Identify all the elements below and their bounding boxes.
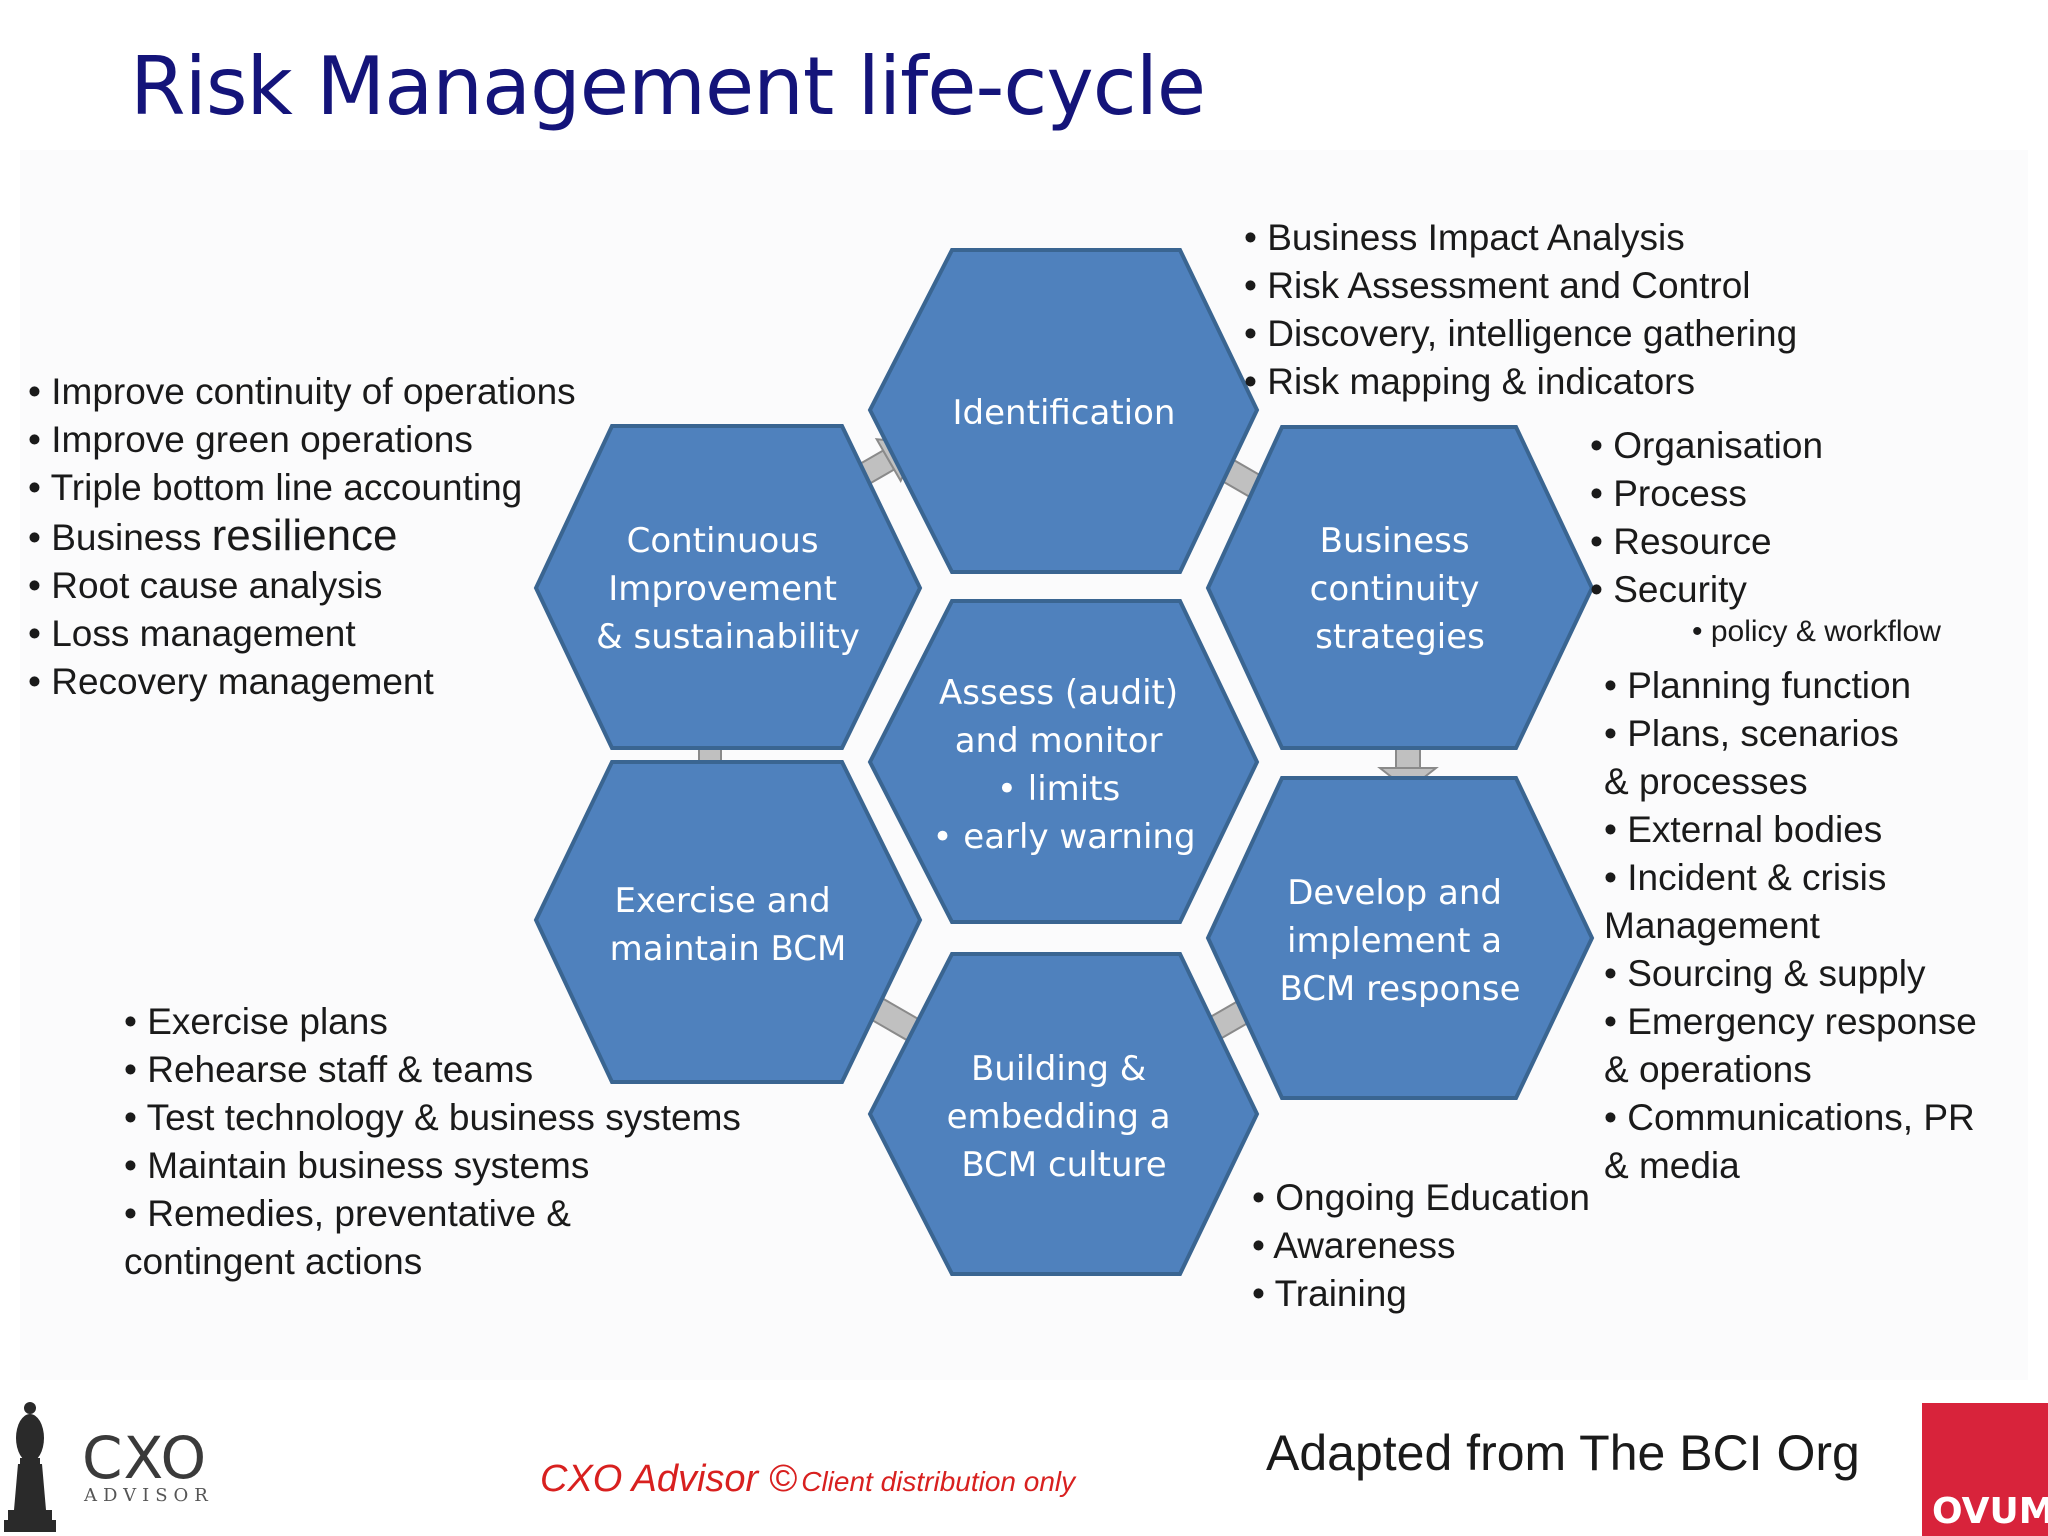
hex-label-identification: Identification: [953, 393, 1176, 433]
list-item: • Remedies, preventative &: [124, 1193, 571, 1234]
list-item: • Process: [1590, 473, 1747, 514]
exercise-list: • Exercise plans • Rehearse staff & team…: [124, 998, 741, 1286]
list-item: • Improve green operations: [28, 419, 473, 460]
list-item: • Training: [1252, 1273, 1407, 1314]
list-item: • Risk mapping & indicators: [1244, 361, 1695, 402]
hex-building: [867, 952, 1260, 1276]
list-item: • Test technology & business systems: [124, 1097, 741, 1138]
list-item: • Resource: [1590, 521, 1772, 562]
list-item: • Maintain business systems: [124, 1145, 590, 1186]
list-item: • Plans, scenarios: [1604, 713, 1899, 754]
ovum-logo-text: OVUM: [1932, 1491, 2048, 1532]
cxo-logo-text: CXO: [82, 1424, 208, 1492]
list-item: • Recovery management: [28, 661, 434, 702]
list-item: • Ongoing Education: [1252, 1177, 1590, 1218]
list-item: • Planning function: [1604, 665, 1912, 706]
list-item: • Root cause analysis: [28, 565, 383, 606]
hex-assess: [867, 599, 1260, 924]
develop-list: • Planning function • Plans, scenarios &…: [1604, 662, 1977, 1190]
list-item: • Incident & crisis: [1604, 857, 1887, 898]
list-item-emphasis: resilience: [211, 511, 398, 560]
list-item: contingent actions: [124, 1241, 423, 1282]
hex-improvement: [533, 424, 923, 750]
list-item: • Triple bottom line accounting: [28, 467, 523, 508]
improvement-list: • Improve continuity of operations • Imp…: [28, 368, 576, 706]
ovum-logo: OVUM: [1922, 1403, 2048, 1536]
list-item: • Risk Assessment and Control: [1244, 265, 1751, 306]
hexagons: [533, 248, 1595, 1276]
hex-strategies: [1205, 425, 1595, 750]
list-item: • Business Impact Analysis: [1244, 217, 1685, 258]
list-item-text: • Business: [28, 517, 212, 558]
hex-label-develop: Develop and implement a BCM response: [1279, 873, 1520, 1009]
list-item: & operations: [1604, 1049, 1812, 1090]
list-item: • Loss management: [28, 613, 356, 654]
list-item: • Organisation: [1590, 425, 1824, 466]
hex-label-strategies: Business continuity strategies: [1310, 521, 1491, 657]
list-item: • Discovery, intelligence gathering: [1244, 313, 1798, 354]
list-item: • Communications, PR: [1604, 1097, 1975, 1138]
list-item: • Improve continuity of operations: [28, 371, 576, 412]
list-subitem: • policy & workflow: [1692, 615, 1941, 648]
copyright-notice: CXO Advisor © Client distribution only: [540, 1458, 1075, 1501]
list-item: • Exercise plans: [124, 1001, 388, 1042]
hex-label-building: Building & embedding a BCM culture: [947, 1049, 1182, 1185]
list-item: & media: [1604, 1145, 1740, 1186]
hex-label-exercise: Exercise and maintain BCM: [610, 881, 847, 969]
hex-label-assess: Assess (audit) and monitor • limits • ea…: [932, 673, 1195, 857]
hex-exercise: [533, 760, 923, 1084]
list-item: • Business resilience: [28, 512, 576, 562]
hex-identification: [867, 248, 1260, 574]
strategies-list: • Organisation • Process • Resource • Se…: [1590, 422, 1941, 650]
copyright-text: CXO Advisor ©: [540, 1458, 797, 1500]
cxo-advisor-logo: [4, 1402, 56, 1532]
list-item: • External bodies: [1604, 809, 1883, 850]
identification-list: • Business Impact Analysis • Risk Assess…: [1244, 214, 1797, 406]
chess-bishop-icon: [4, 1402, 56, 1532]
list-item: • Rehearse staff & teams: [124, 1049, 534, 1090]
source-attribution: Adapted from The BCI Org: [1266, 1425, 1860, 1481]
distribution-text: Client distribution only: [801, 1466, 1076, 1497]
list-item: Management: [1604, 905, 1820, 946]
list-item: & processes: [1604, 761, 1808, 802]
building-list: • Ongoing Education • Awareness • Traini…: [1252, 1174, 1590, 1318]
list-item: • Security: [1590, 569, 1747, 610]
list-item: • Sourcing & supply: [1604, 953, 1926, 994]
hex-develop: [1205, 776, 1595, 1100]
hex-label-improvement: Continuous Improvement & sustainability: [596, 521, 860, 657]
cxo-logo-subtext: ADVISOR: [84, 1485, 214, 1506]
page-title: Risk Management life-cycle: [130, 40, 1206, 133]
list-item: • Awareness: [1252, 1225, 1456, 1266]
list-item: • Emergency response: [1604, 1001, 1977, 1042]
